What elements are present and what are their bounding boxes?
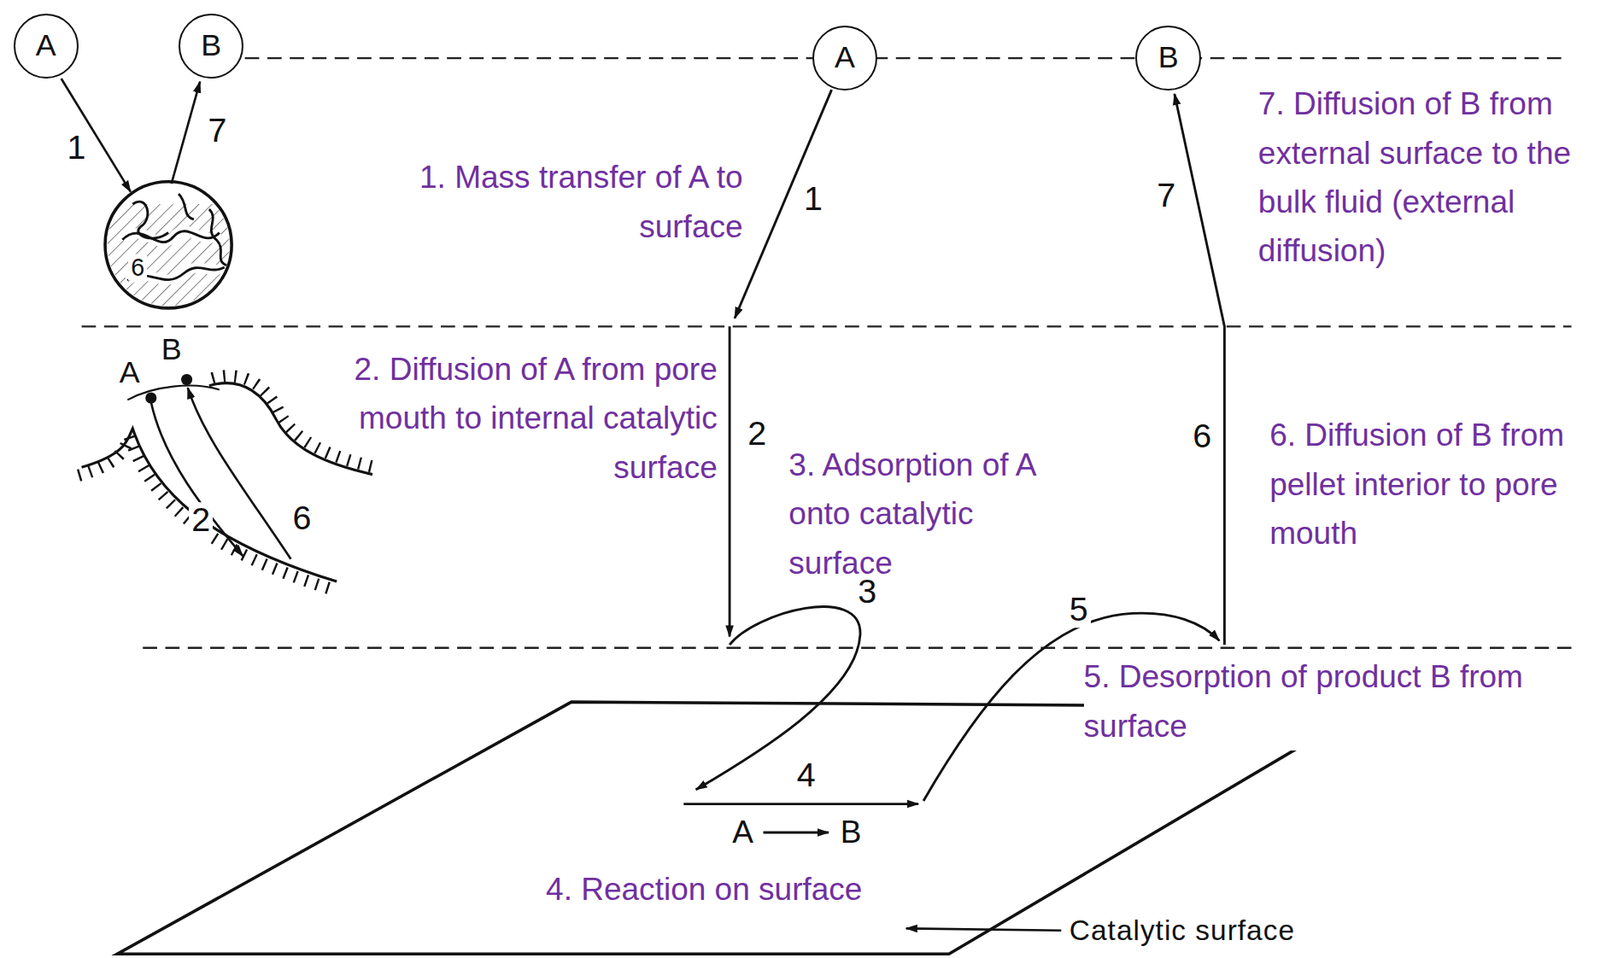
step-description: 4. Reaction on surface bbox=[545, 865, 975, 915]
callout-number: 4 bbox=[794, 757, 819, 793]
callout-number: 3 bbox=[855, 574, 880, 610]
dashed-line bbox=[82, 325, 1572, 328]
callout-number: Catalytic surface bbox=[1069, 914, 1296, 949]
arrow-7-small bbox=[171, 82, 200, 184]
step-description: 6. Diffusion of B from pellet interior t… bbox=[1269, 410, 1595, 558]
molecule-circle: A bbox=[812, 25, 878, 91]
callout-number: 1 bbox=[64, 129, 89, 165]
arrow-step-6-7 bbox=[1174, 93, 1225, 645]
callout-number: 6 bbox=[1189, 419, 1214, 455]
molecule-circle: B bbox=[178, 13, 244, 79]
pore-sketch bbox=[78, 374, 376, 591]
step-description: 2. Diffusion of A from pore mouth to int… bbox=[350, 345, 718, 493]
arrow-step-1 bbox=[734, 89, 832, 319]
dashed-line bbox=[245, 57, 1562, 59]
callout-number: 6 bbox=[128, 254, 147, 282]
arrow-step-4 bbox=[683, 802, 919, 806]
arrow-2-small bbox=[151, 402, 244, 557]
pellet-outline bbox=[105, 181, 232, 309]
callout-number: B bbox=[158, 334, 185, 367]
callout-number: 7 bbox=[1154, 178, 1179, 214]
molecule-circle: B bbox=[1135, 25, 1201, 91]
wall-hatch bbox=[211, 375, 376, 468]
callout-number: 6 bbox=[290, 500, 315, 536]
species-letter: B bbox=[1158, 42, 1179, 74]
reaction-arrow bbox=[762, 832, 828, 835]
arrow-step-3 bbox=[696, 607, 861, 791]
callout-number: A bbox=[729, 815, 757, 850]
species-letter: A bbox=[35, 30, 57, 62]
arrow-1-small bbox=[61, 78, 131, 193]
step-description: 7. Diffusion of B from external surface … bbox=[1258, 79, 1580, 276]
species-letter: B bbox=[200, 30, 222, 62]
callout-number: 2 bbox=[744, 416, 769, 452]
pore-squiggles bbox=[122, 193, 227, 282]
callout-number: 2 bbox=[188, 502, 213, 538]
callout-number: B bbox=[838, 815, 865, 850]
step-description: 3. Adsorption of A onto catalytic surfac… bbox=[788, 440, 1073, 588]
arrow-step-2 bbox=[728, 326, 732, 637]
molecule-circle: A bbox=[13, 13, 79, 79]
arrow-6-small bbox=[187, 387, 292, 560]
step-description: 1. Mass transfer of A to surface bbox=[418, 152, 744, 252]
callout-number: 7 bbox=[205, 112, 229, 148]
callout-number: A bbox=[117, 357, 143, 390]
callout-number: 1 bbox=[801, 181, 826, 217]
surface-pointer bbox=[906, 928, 1062, 931]
step-description: 5. Desorption of product B from surface bbox=[1084, 652, 1544, 751]
molecule-dot bbox=[145, 392, 157, 404]
callout-number: 5 bbox=[1066, 592, 1091, 628]
catalyst-pellet bbox=[105, 181, 235, 309]
pore-wall bbox=[82, 428, 338, 582]
pore-wall bbox=[209, 383, 373, 475]
molecule-dot bbox=[181, 374, 193, 386]
species-letter: A bbox=[834, 42, 856, 74]
